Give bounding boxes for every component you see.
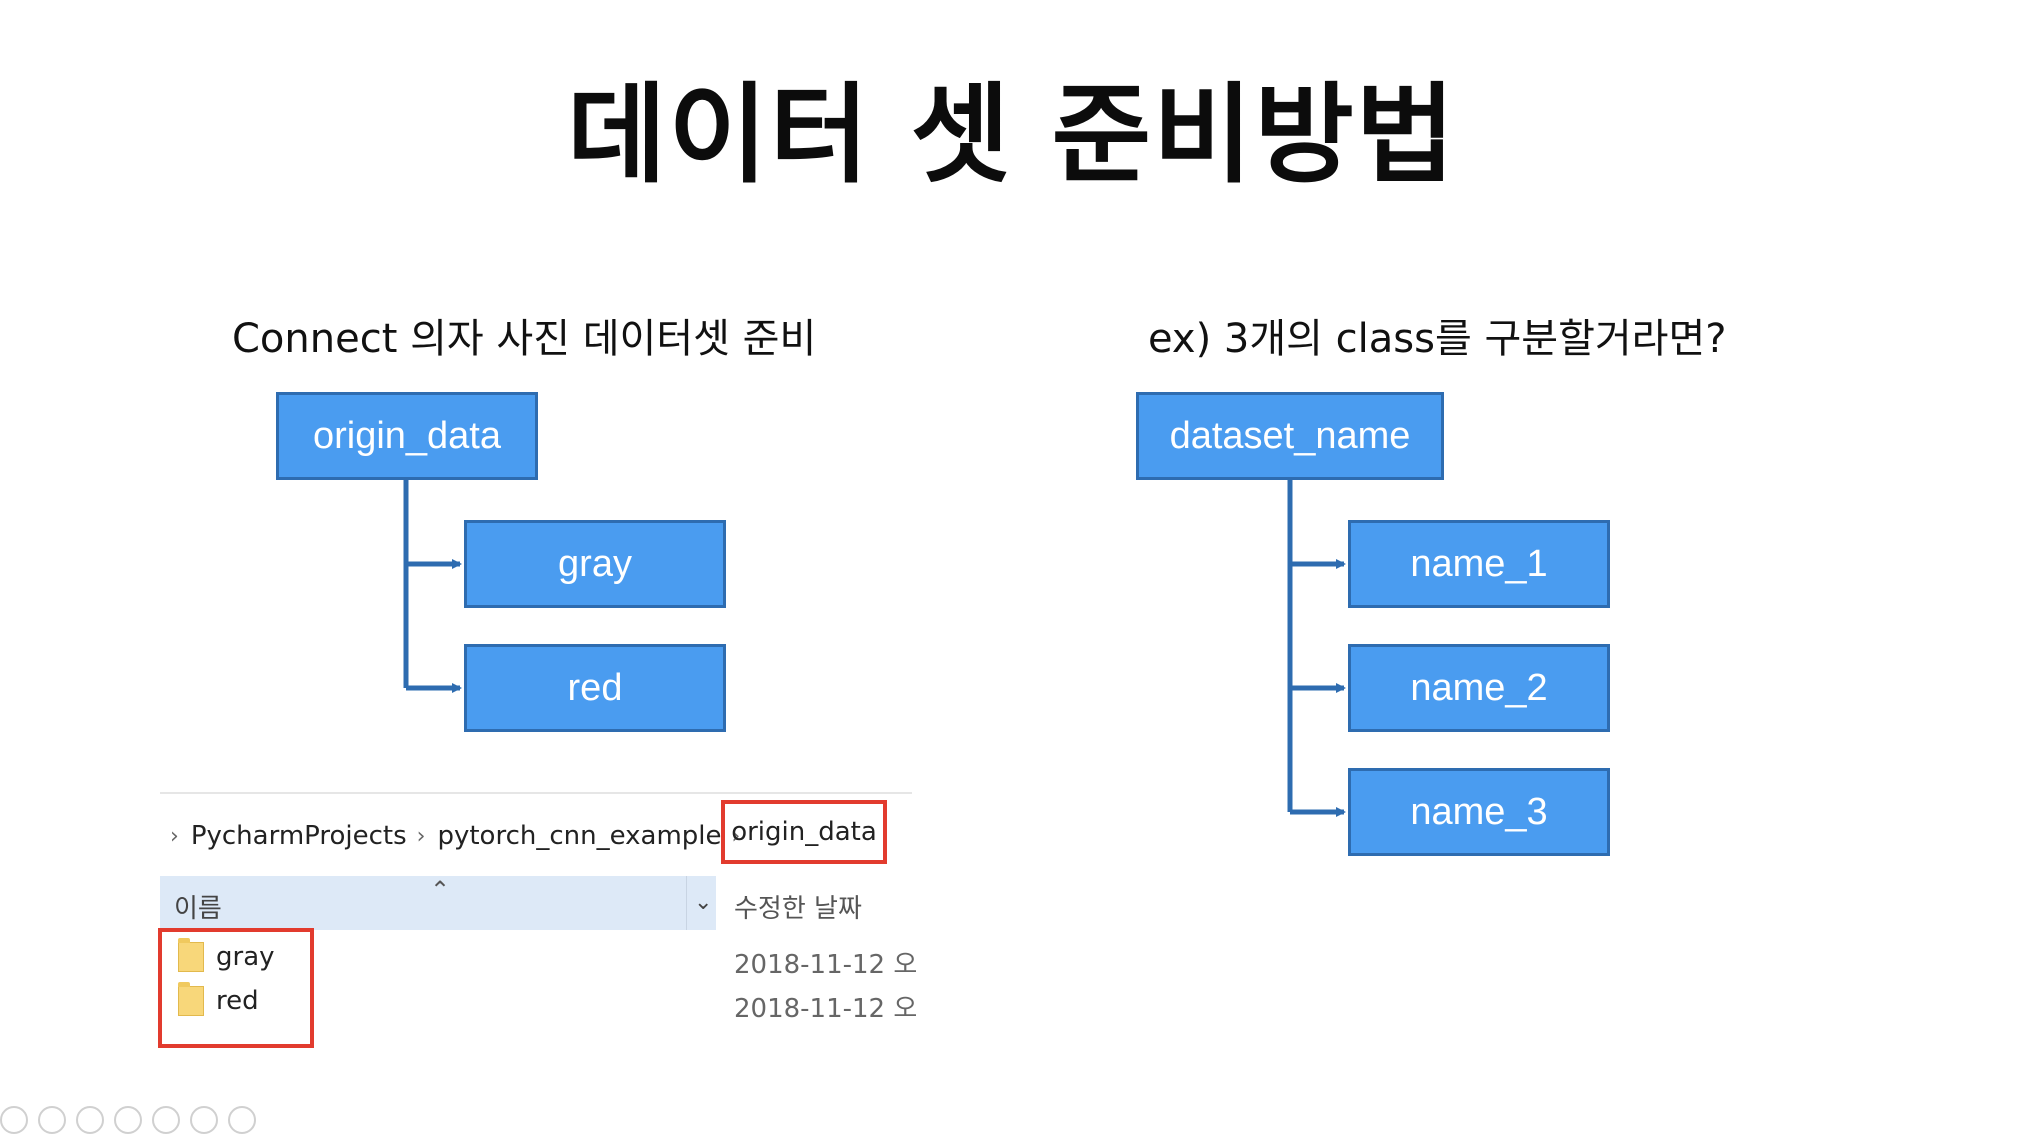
- file-explorer-screenshot: › PycharmProjects › pytorch_cnn_example …: [158, 792, 917, 1052]
- folder-date: 2018-11-12 오: [734, 950, 918, 980]
- name-3-box: name_3: [1348, 768, 1610, 856]
- chevron-right-icon: ›: [416, 823, 426, 849]
- breadcrumb-item[interactable]: pytorch_cnn_example: [437, 821, 722, 851]
- gray-box: gray: [464, 520, 726, 608]
- breadcrumb-current-highlight[interactable]: origin_data: [721, 800, 887, 864]
- sort-ascending-icon: ⌃: [430, 876, 451, 904]
- more-options-icon[interactable]: [228, 1106, 256, 1134]
- next-slide-icon[interactable]: [38, 1106, 66, 1134]
- slide-title: 데이터 셋 준비방법: [566, 73, 1458, 198]
- folder-icon: [178, 938, 204, 972]
- folder-date: 2018-11-12 오: [734, 994, 918, 1024]
- breadcrumb-item[interactable]: PycharmProjects: [190, 821, 407, 851]
- origin-data-box: origin_data: [276, 392, 538, 480]
- column-name-header[interactable]: 이름: [174, 894, 222, 924]
- name-2-box: name_2: [1348, 644, 1610, 732]
- folder-name: gray: [216, 942, 275, 972]
- column-date-header[interactable]: 수정한 날짜: [734, 894, 862, 924]
- name-1-box: name_1: [1348, 520, 1610, 608]
- list-item[interactable]: red: [178, 982, 259, 1016]
- chevron-down-icon[interactable]: ⌄: [694, 890, 713, 915]
- zoom-icon[interactable]: [152, 1106, 180, 1134]
- presentation-toolbar: [0, 1106, 256, 1134]
- breadcrumb: › PycharmProjects › pytorch_cnn_example …: [160, 816, 752, 856]
- right-subtitle: ex) 3개의 class를 구분할거라면?: [1148, 316, 1727, 362]
- breadcrumb-current-label: origin_data: [731, 817, 877, 847]
- slides-icon[interactable]: [114, 1106, 142, 1134]
- subtitles-icon[interactable]: [190, 1106, 218, 1134]
- folder-icon: [178, 982, 204, 1016]
- prev-slide-icon[interactable]: [0, 1106, 28, 1134]
- column-divider[interactable]: [686, 876, 687, 930]
- dataset-name-box: dataset_name: [1136, 392, 1444, 480]
- folders-highlight: [158, 928, 314, 1048]
- chevron-right-icon: ›: [170, 823, 179, 849]
- column-header: 이름 ⌃ ⌄: [160, 876, 716, 930]
- folder-name: red: [216, 986, 259, 1016]
- left-subtitle: Connect 의자 사진 데이터셋 준비: [232, 316, 817, 362]
- pen-icon[interactable]: [76, 1106, 104, 1134]
- list-item[interactable]: gray: [178, 938, 275, 972]
- explorer-top-border: [160, 792, 912, 794]
- red-box: red: [464, 644, 726, 732]
- chevron-right-icon: ›: [731, 823, 741, 849]
